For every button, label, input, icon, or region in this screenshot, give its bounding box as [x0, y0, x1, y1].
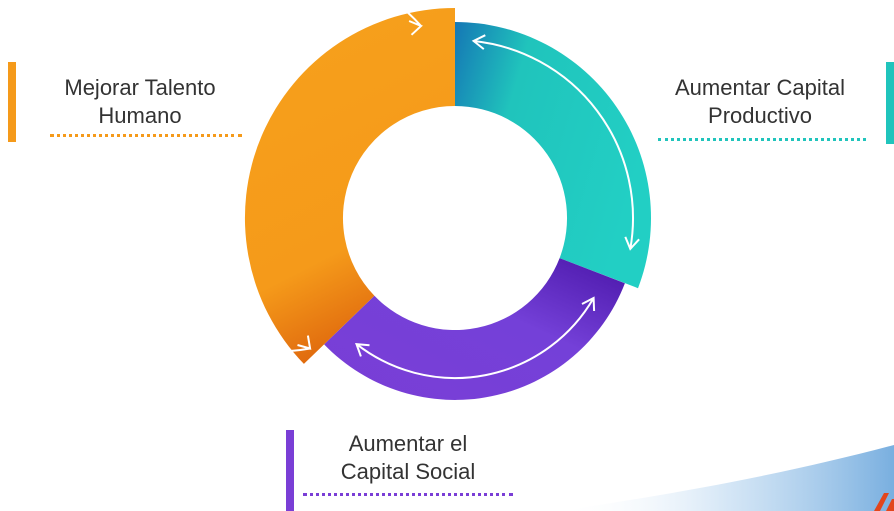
- accent-bar-productivo: [886, 62, 894, 144]
- segment-capital-social: [324, 258, 625, 400]
- cycle-arrow-productivo: [471, 34, 640, 251]
- dotted-underline-talento: [50, 134, 242, 137]
- accent-bar-talento: [8, 62, 16, 142]
- label-productivo-line-1: Aumentar Capital: [675, 75, 845, 100]
- label-talento-line-1: Mejorar Talento: [64, 75, 216, 100]
- dotted-underline-social: [303, 493, 513, 496]
- dotted-underline-productivo: [658, 138, 866, 141]
- segment-talento-humano: [244, 7, 455, 364]
- decorative-logo-mark: [874, 493, 894, 511]
- label-talento-line-2: Humano: [98, 103, 182, 128]
- segment-capital-productivo: [455, 22, 652, 289]
- label-capital-social: Aumentar el Capital Social: [303, 430, 513, 496]
- label-social-line-1: Aumentar el: [348, 431, 468, 456]
- label-social-line-2: Capital Social: [340, 459, 476, 484]
- cycle-arrow-social: [355, 296, 596, 380]
- label-capital-productivo: Aumentar Capital Productivo: [640, 74, 880, 141]
- accent-bar-social: [286, 430, 294, 511]
- cycle-arrow-talento: [80, 0, 423, 353]
- label-talento-humano: Mejorar Talento Humano: [30, 74, 250, 137]
- label-productivo-line-2: Productivo: [708, 103, 812, 128]
- decorative-wave: [560, 445, 894, 511]
